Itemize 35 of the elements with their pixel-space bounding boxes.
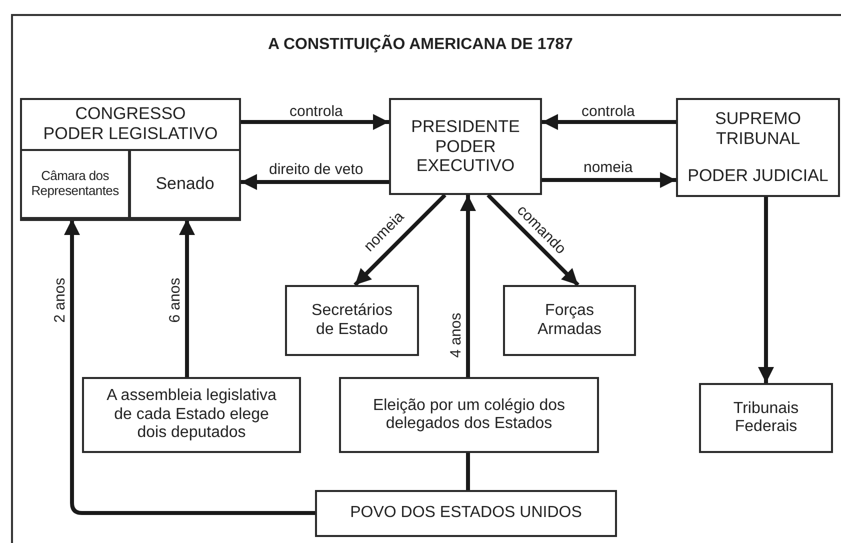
process-box [315, 490, 617, 537]
section-box [129, 149, 241, 219]
arrow [179, 219, 195, 377]
section-box [20, 149, 130, 219]
arrow [542, 114, 676, 130]
box-subtext: PODER JUDICIAL [688, 166, 828, 186]
box-text: Tribunais Federais [732, 400, 800, 436]
process-box [699, 383, 833, 453]
box-text: Senado [156, 174, 214, 194]
box-text: Forças Armadas [536, 302, 603, 339]
arrow [460, 195, 476, 377]
box-text: CONGRESSO PODER LEGISLATIVO [42, 104, 219, 144]
box-text: PRESIDENTE PODER EXECUTIVO [410, 117, 521, 176]
box-text: Câmara dos Representantes [30, 169, 120, 199]
arrow [241, 174, 389, 190]
process-box [20, 98, 241, 221]
process-box [503, 285, 636, 356]
box-text: Eleição por um colégio dos delegados dos Estados [372, 396, 566, 434]
process-box [389, 98, 542, 195]
box-text: POVO DOS ESTADOS UNIDOS [350, 504, 582, 523]
connector-line [466, 453, 470, 490]
process-box [82, 377, 301, 453]
diagram-title: A CONSTITUIÇÃO AMERICANA DE 1787 [267, 36, 574, 54]
arrow [758, 197, 774, 383]
process-box [676, 98, 840, 197]
arrow [486, 194, 580, 286]
arrow [354, 194, 446, 286]
box-text: SUPREMO TRIBUNAL [714, 109, 802, 148]
arrow [241, 114, 389, 130]
arrow [64, 219, 315, 515]
box-text: A assembleia legislativa de cada Estado elege dois deputados [106, 387, 278, 443]
process-box [285, 285, 419, 356]
arrow [542, 172, 676, 188]
box-text: Secretários de Estado [310, 302, 394, 339]
process-box [339, 377, 599, 453]
